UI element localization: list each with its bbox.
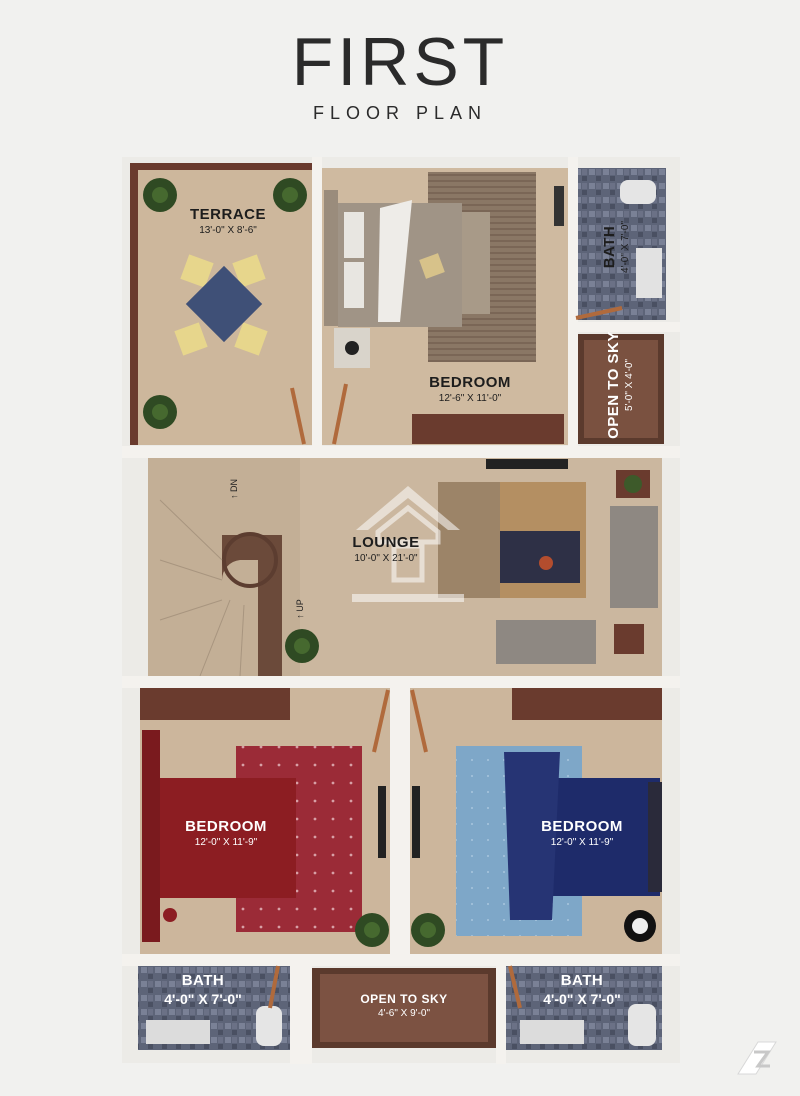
lounge-label: LOUNGE 10'-0" X 21'-0" (352, 534, 420, 564)
plant-bedroom-left (355, 913, 389, 947)
tv-right (412, 786, 420, 858)
bath-left-label: BATH 4'-0" X 7'-0" (164, 972, 242, 1007)
brand-corner-icon (737, 1041, 777, 1075)
bed-left (146, 778, 296, 898)
plant-lounge (285, 629, 319, 663)
toilet-top (620, 180, 656, 204)
tv-lounge (486, 459, 568, 469)
stairs-down-label: ↑ DN (229, 478, 240, 500)
toilet-left (256, 1006, 282, 1046)
wardrobe-right (512, 688, 662, 720)
bedroom-top-label: BEDROOM 12'-6" X 11'-0" (429, 374, 511, 404)
stairs-up-label: ↑ UP (294, 599, 305, 619)
plant-bedroom-right (411, 913, 445, 947)
terrace-table-set (174, 254, 268, 356)
terrace-railing (130, 163, 138, 445)
bath-top-label: BATH 4'-0" X 7'-0" (601, 220, 631, 274)
toilet-right (628, 1004, 656, 1046)
bedroom-left-label: BEDROOM 12'-0" X 11'-9" (185, 818, 267, 848)
terrace-label: TERRACE 13'-0" X 8'-6" (189, 206, 266, 236)
plan-subtitle: FLOOR PLAN (312, 103, 488, 123)
plan-title: FIRST (291, 24, 509, 100)
plant-terrace-2 (273, 178, 307, 212)
staircase (148, 458, 300, 677)
coffee-table (500, 531, 580, 583)
tv-left (378, 786, 386, 858)
interior-walls (122, 157, 680, 1064)
opensky-top-label: OPEN TO SKY 5'-0" X 4'-0" (605, 331, 635, 439)
wardrobe-top (412, 414, 564, 444)
wardrobe-left (140, 688, 290, 720)
opensky-bottom-label: OPEN TO SKY 4'-6" X 9'-0" (360, 992, 448, 1019)
bath-right-label: BATH 4'-0" X 7'-0" (543, 972, 621, 1007)
sofa-right (610, 506, 658, 608)
doors (268, 306, 623, 1009)
sofa-bottom (496, 620, 596, 664)
plant-terrace-1 (143, 178, 177, 212)
plant-terrace-3 (143, 395, 177, 429)
bedroom-right-label: BEDROOM 12'-0" X 11'-9" (541, 818, 623, 848)
house-watermark-icon (352, 486, 464, 602)
